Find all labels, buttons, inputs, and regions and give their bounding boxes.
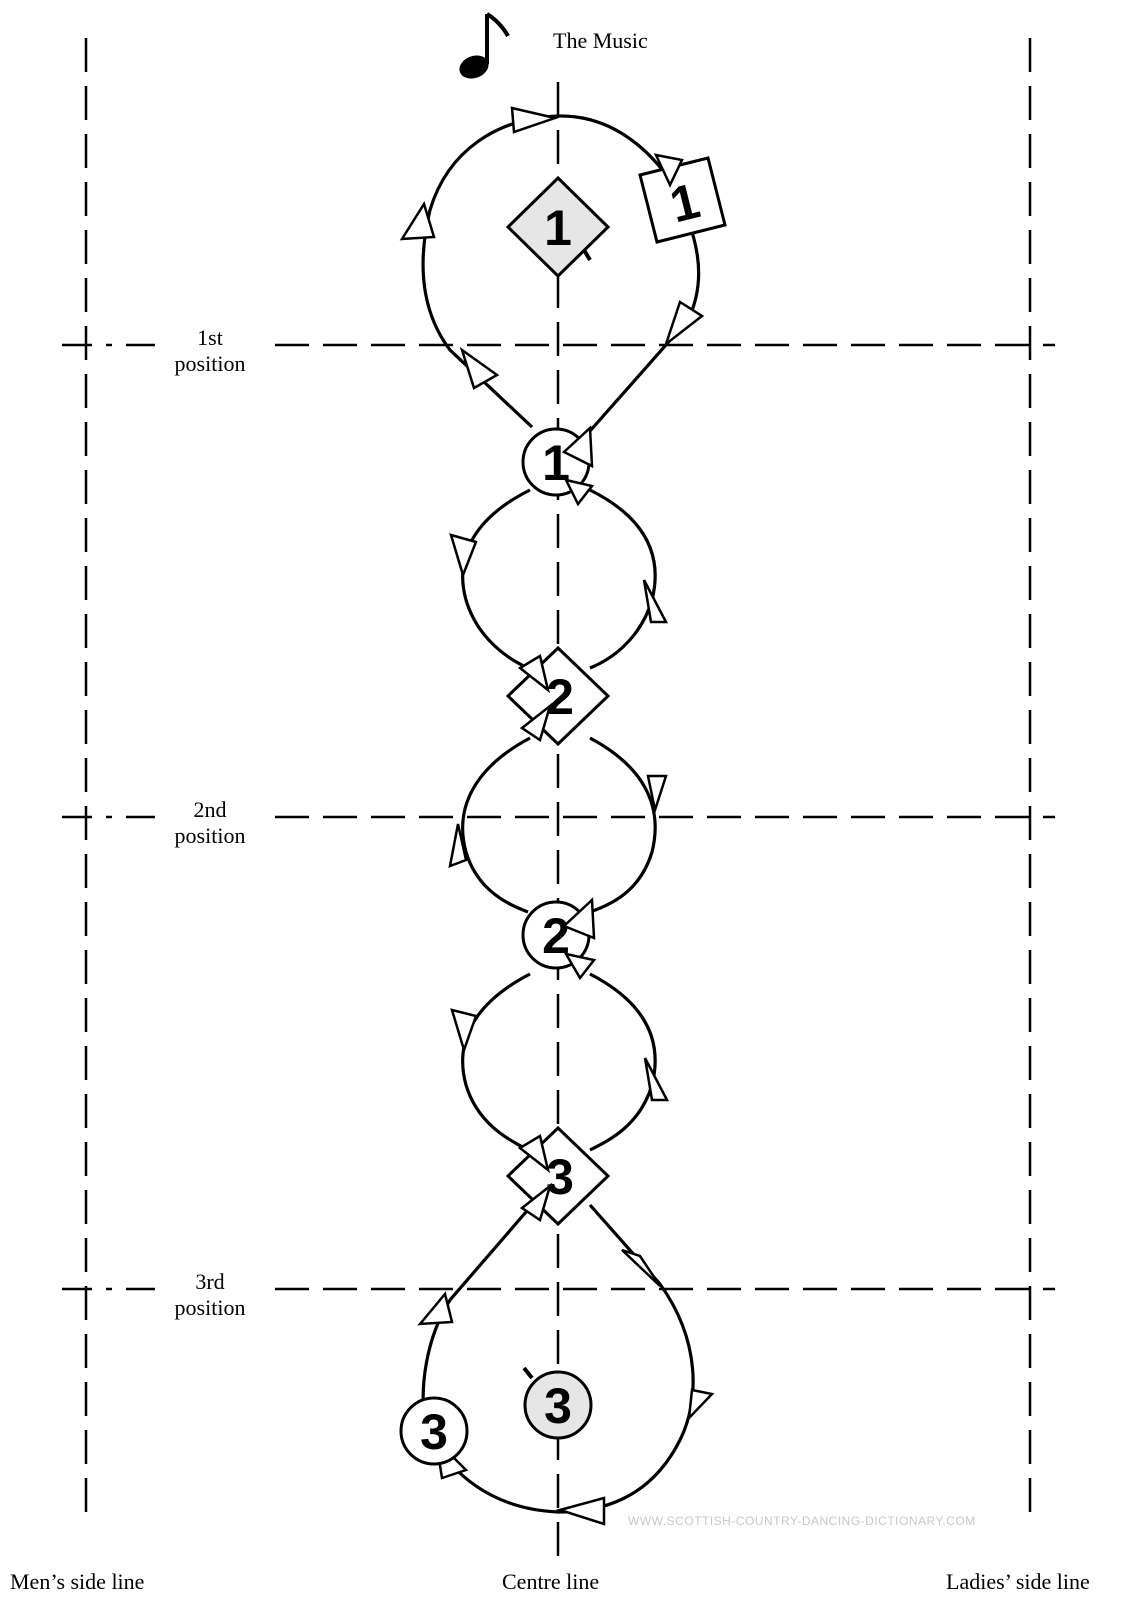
music-label: The Music <box>553 28 648 53</box>
svg-text:3: 3 <box>544 1378 572 1434</box>
dancer-man-3: 3 <box>505 1125 611 1227</box>
track-top-loop <box>399 106 705 433</box>
music-note-icon <box>459 12 510 79</box>
dancer-woman-3-end: 3 <box>399 1396 469 1466</box>
position-label-3: 3rd position <box>174 1269 246 1321</box>
track-loop-c <box>450 972 670 1152</box>
dancer-woman-3-start: 3 <box>522 1366 593 1440</box>
svg-text:1: 1 <box>544 200 572 256</box>
position-label-2: 2nd position <box>174 797 246 849</box>
dancer-woman-1-start: 1 <box>505 175 611 279</box>
centre-line-label: Centre line <box>502 1569 600 1594</box>
track-loop-a <box>449 488 669 670</box>
watermark: WWW.SCOTTISH-COUNTRY-DANCING-DICTIONARY.… <box>628 1514 976 1528</box>
dancer-woman-1-end: 1 <box>638 153 727 244</box>
track-bottom-loop <box>417 1203 715 1526</box>
svg-text:3: 3 <box>546 1149 574 1205</box>
position-label-1: 1st position <box>174 325 246 377</box>
ladies-side-line-label: Ladies’ side line <box>946 1569 1090 1594</box>
dancer-man-1: 1 <box>521 425 595 507</box>
svg-text:2: 2 <box>546 669 574 725</box>
mens-side-line-label: Men’s side line <box>10 1569 145 1594</box>
svg-text:3: 3 <box>420 1404 448 1460</box>
dancer-man-2: 2 <box>521 897 597 981</box>
dancer-woman-2: 2 <box>505 645 611 747</box>
svg-text:1: 1 <box>542 435 570 491</box>
track-loop-b <box>448 736 668 914</box>
